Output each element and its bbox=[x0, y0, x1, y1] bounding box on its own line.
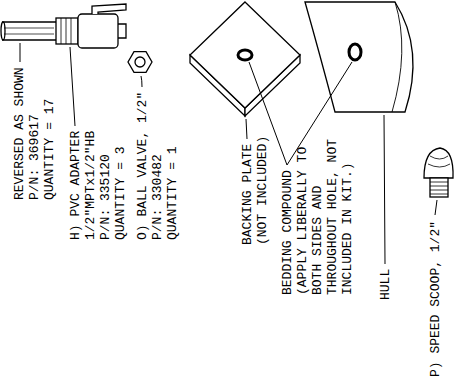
hull bbox=[305, 2, 413, 112]
hose-stripe bbox=[4, 28, 54, 34]
leader-line bbox=[246, 119, 247, 139]
part-label: BEDDING COMPOUND (APPLY LIBERALLY TO BOT… bbox=[280, 129, 355, 295]
adapter-ridges bbox=[61, 18, 71, 44]
hose-end bbox=[1, 22, 5, 40]
part-label: H) PVC ADAPTER 1/2"MPTx1/2"HB P/N: 33512… bbox=[68, 120, 128, 240]
part-label: P) SPEED SCOOP, 1/2" bbox=[428, 217, 443, 377]
hose-outline bbox=[2, 22, 56, 40]
scoop-slots bbox=[428, 156, 450, 167]
part-label: BACKING PLATE (NOT INCLUDED) bbox=[240, 128, 270, 245]
bedding-ring bbox=[349, 44, 361, 60]
leader-lines bbox=[20, 43, 437, 264]
leader-line bbox=[70, 47, 75, 126]
hex-nut bbox=[128, 52, 152, 73]
scoop-stem bbox=[430, 178, 448, 197]
hull-outline bbox=[305, 2, 413, 112]
backing-plate bbox=[190, 2, 300, 116]
hull-edge bbox=[392, 2, 402, 112]
ball-valve bbox=[78, 4, 126, 48]
pvc-adapter bbox=[56, 18, 78, 44]
valve-lever bbox=[92, 4, 126, 14]
scoop-head bbox=[424, 148, 453, 178]
plate-face bbox=[190, 2, 300, 108]
hose bbox=[1, 22, 56, 40]
part-label: REVERSED AS SHOWN P/N: 369617 QUANTITY =… bbox=[12, 60, 57, 200]
leader-line bbox=[20, 43, 21, 62]
leader-line bbox=[141, 76, 142, 87]
nut-hex bbox=[128, 52, 152, 73]
part-label: O) BALL VALVE, 1/2" P/N: 330482 QUANTITY… bbox=[135, 89, 180, 240]
leader-line bbox=[384, 115, 385, 264]
scoop-threads bbox=[430, 182, 448, 194]
adapter-body bbox=[56, 18, 78, 44]
valve-outlet bbox=[118, 24, 126, 38]
nut-hole bbox=[135, 57, 145, 67]
bedding-ring bbox=[238, 50, 252, 60]
part-label: HULL bbox=[378, 240, 393, 300]
leader-line bbox=[435, 200, 437, 215]
valve-body bbox=[78, 14, 118, 48]
speed-scoop bbox=[424, 148, 453, 197]
